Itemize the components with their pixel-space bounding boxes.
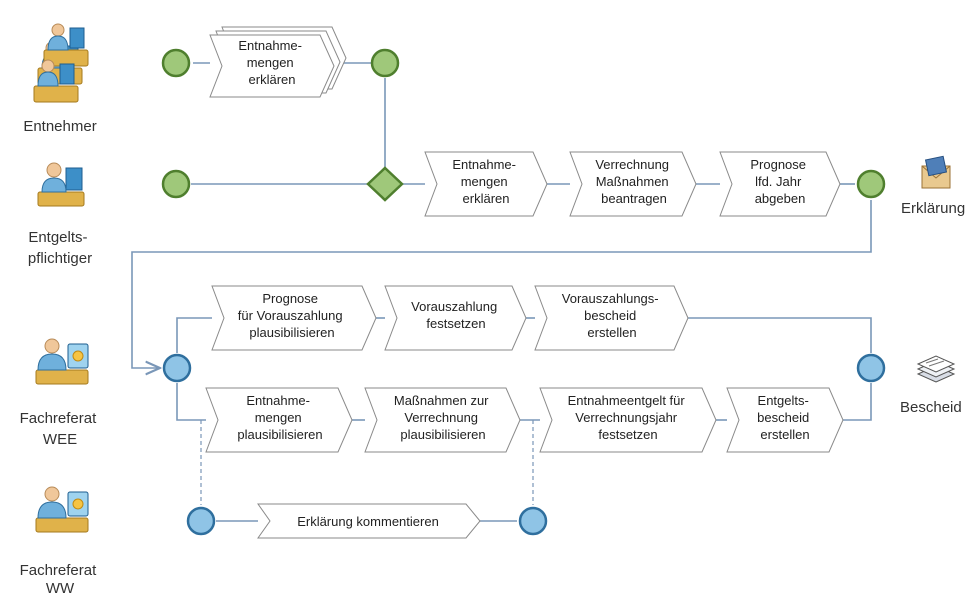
activity-label: Vorauszahlungs- bescheid erstellen bbox=[562, 291, 662, 340]
start-event-ww bbox=[186, 506, 216, 536]
worker-icon bbox=[37, 162, 85, 207]
activity-label: Entnahme- mengen erklären bbox=[452, 157, 519, 206]
activity-label: Prognose für Vorauszahlung plausibilisie… bbox=[238, 291, 346, 340]
activity-entgeltsbescheid-erstellen: Entgelts- bescheid erstellen bbox=[726, 387, 844, 453]
activity-prognose-plausibilisieren: Prognose für Vorauszahlung plausibilisie… bbox=[211, 285, 377, 351]
envelope-icon bbox=[921, 155, 951, 189]
start-event-wee bbox=[162, 353, 192, 383]
activity-verrechnung-massnahmen-beantragen: Verrechnung Maßnahmen beantragen bbox=[569, 151, 697, 217]
activities: Entnahme- mengen erklären Entnahme- meng… bbox=[205, 26, 844, 539]
role-label-entgeltspflichtiger: Entgelts- pflichtiger bbox=[28, 229, 92, 267]
connectors bbox=[131, 62, 872, 522]
activity-massnahmen-plausibilisieren: Maßnahmen zur Verrechnung plausibilisier… bbox=[364, 387, 521, 453]
start-event-entnehmer bbox=[161, 48, 191, 78]
gateway bbox=[366, 166, 404, 202]
activity-erklaerung-kommentieren: Erklärung kommentieren bbox=[257, 503, 481, 539]
end-event-ww bbox=[518, 506, 548, 536]
activity-label: Verrechnung Maßnahmen beantragen bbox=[595, 157, 672, 206]
document-stack-icon bbox=[916, 355, 956, 383]
end-event-entgeltspflichtiger bbox=[856, 169, 886, 199]
start-event-entgeltspflichtiger bbox=[161, 169, 191, 199]
activity-label: Erklärung kommentieren bbox=[297, 514, 439, 529]
activity-label: Entnahme- mengen plausibilisieren bbox=[237, 393, 322, 442]
analyst-icon bbox=[35, 486, 89, 533]
activity-entnahmemengen-erklaeren: Entnahme- mengen erklären bbox=[424, 151, 548, 217]
activity-label: Vorauszahlung festsetzen bbox=[411, 299, 501, 331]
activity-entnahmeentgelt-festsetzen: Entnahmeentgelt für Verrechnungsjahr fes… bbox=[539, 387, 717, 453]
role-label-fachreferat-wee: Fachreferat WEE bbox=[20, 410, 101, 448]
activity-entnahmemengen-erklaeren-multi: Entnahme- mengen erklären bbox=[209, 26, 347, 98]
end-event-wee bbox=[856, 353, 886, 383]
activity-label: Maßnahmen zur Verrechnung plausibilisier… bbox=[394, 393, 492, 442]
role-label-fachreferat-ww: Fachreferat WW bbox=[20, 562, 101, 596]
activity-prognose-abgeben: Prognose lfd. Jahr abgeben bbox=[719, 151, 841, 217]
intermediate-event-entnehmer bbox=[370, 48, 400, 78]
analyst-icon bbox=[35, 338, 89, 385]
events bbox=[161, 48, 886, 536]
group-workers-icon bbox=[33, 23, 89, 103]
role-label-entnehmer: Entnehmer bbox=[23, 118, 96, 135]
activity-entnahmemengen-plausibilisieren: Entnahme- mengen plausibilisieren bbox=[205, 387, 353, 453]
activity-label: Entgelts- bescheid erstellen bbox=[757, 393, 813, 442]
activity-label: Entnahmeentgelt für Verrechnungsjahr fes… bbox=[568, 393, 689, 442]
document-label-bescheid: Bescheid bbox=[900, 399, 962, 416]
activity-label: Prognose lfd. Jahr abgeben bbox=[750, 157, 809, 206]
activity-label: Entnahme- mengen erklären bbox=[238, 38, 305, 87]
activity-vorauszahlungsbescheid-erstellen: Vorauszahlungs- bescheid erstellen bbox=[534, 285, 689, 351]
document-label-erklaerung: Erklärung bbox=[901, 200, 965, 217]
activity-vorauszahlung-festsetzen: Vorauszahlung festsetzen bbox=[384, 285, 527, 351]
